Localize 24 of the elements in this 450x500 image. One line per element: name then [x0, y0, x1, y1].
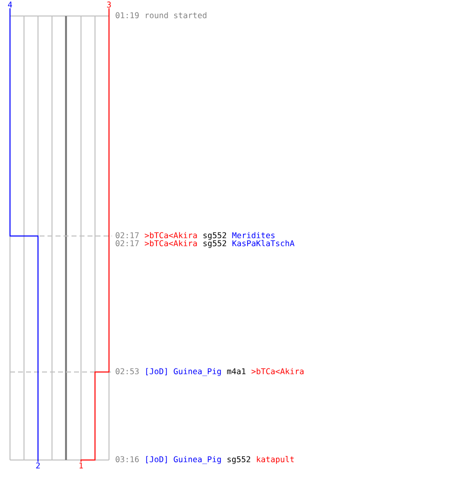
count-label: 4	[8, 2, 12, 8]
player-name: KasPaKlaTschA	[232, 240, 294, 246]
count-label: 1	[80, 462, 83, 468]
player-name: katapult	[256, 456, 294, 464]
timestamp: 03:16	[116, 456, 139, 462]
count-label: 3	[107, 2, 111, 8]
player-name: Meridites	[232, 232, 274, 238]
timestamp: 02:17	[116, 232, 139, 238]
weapon-name: m4a1	[227, 368, 246, 374]
timestamp: 01:19	[116, 12, 139, 18]
count-label: 2	[36, 462, 40, 468]
event-text: round started	[146, 12, 206, 18]
player-name: >bTCa<Akira	[252, 368, 304, 374]
player-name: [JoD] Guinea_Pig	[146, 456, 221, 464]
player-name: >bTCa<Akira	[144, 240, 197, 246]
weapon-name: sg552	[204, 240, 226, 248]
step-line	[80, 8, 110, 462]
timestamp: 02:53	[116, 368, 139, 374]
player-name: [JoD] Guinea_Pig	[146, 368, 221, 376]
weapon-name: sg552	[204, 232, 226, 240]
player-name: >bTCa<Akira	[144, 232, 197, 238]
timestamp: 02:17	[116, 240, 139, 246]
step-line	[10, 8, 38, 462]
weapon-name: sg552	[228, 456, 250, 464]
